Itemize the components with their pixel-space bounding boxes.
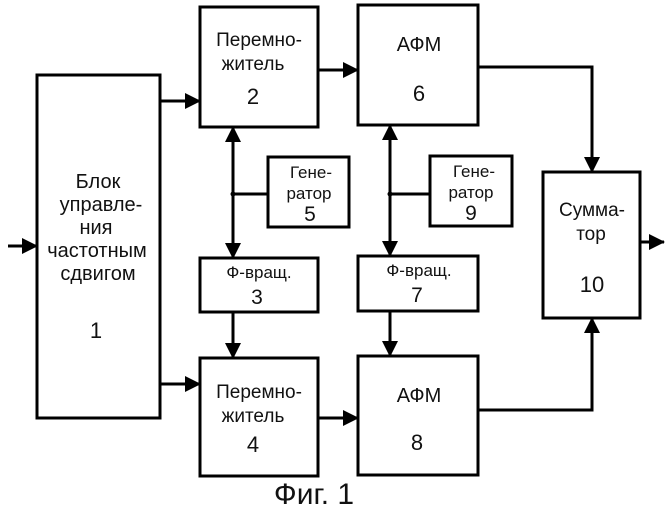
block-2-label-line: Перемно- <box>216 30 302 51</box>
block-1-label-line: Блок <box>76 171 121 193</box>
block-8-number: 8 <box>411 430 423 455</box>
block-1-label-line: сдвигом <box>60 263 135 285</box>
block-6-number: 6 <box>413 81 425 106</box>
block-1-label-line: управле- <box>60 194 143 216</box>
junction-dot <box>231 192 236 197</box>
block-5-label-line: Гене- <box>290 163 332 182</box>
wire-b8-to-b10 <box>478 318 592 410</box>
block-7-number: 7 <box>411 284 423 307</box>
figure-caption: Фиг. 1 <box>274 478 354 511</box>
junction-dot <box>388 192 393 197</box>
block-10-label-line: Сумма- <box>559 200 625 221</box>
block-4-multiplier: Перемно- житель 4 <box>200 358 318 476</box>
block-2-label-line: житель <box>222 54 285 75</box>
block-5-generator: Гене- ратор 5 <box>268 157 349 227</box>
block-1-number: 1 <box>90 318 102 343</box>
block-1-label-line: ния <box>79 217 112 239</box>
block-5-label-line: ратор <box>286 184 331 203</box>
block-5-number: 5 <box>304 203 316 226</box>
block-8-afm: АФМ 8 <box>358 356 478 475</box>
block-6-label-line: АФМ <box>397 34 442 56</box>
block-1-label-line: частотным <box>47 240 147 262</box>
block-9-generator: Гене- ратор 9 <box>430 156 512 226</box>
block-3-label-line: Ф-вращ. <box>226 263 291 282</box>
block-9-number: 9 <box>465 202 477 225</box>
block-10-number: 10 <box>580 272 604 297</box>
block-7-label-line: Ф-вращ. <box>386 261 451 280</box>
block-3-phase-rotator: Ф-вращ. 3 <box>200 258 318 312</box>
block-7-phase-rotator: Ф-вращ. 7 <box>358 256 478 311</box>
block-8-label-line: АФМ <box>397 385 442 407</box>
block-4-label-line: Перемно- <box>216 382 302 403</box>
block-9-label-line: Гене- <box>453 162 495 181</box>
block-2-multiplier: Перемно- житель 2 <box>200 7 318 127</box>
block-4-number: 4 <box>247 432 259 457</box>
block-6-afm: АФМ 6 <box>358 5 478 125</box>
block-1-frequency-shift-control: Блок управле- ния частотным сдвигом 1 <box>37 75 160 418</box>
block-2-number: 2 <box>247 84 259 109</box>
block-10-summator: Сумма- тор 10 <box>543 172 640 318</box>
block-4-label-line: житель <box>222 406 285 427</box>
block-3-number: 3 <box>251 286 263 309</box>
block-10-label-line: тор <box>576 224 606 245</box>
block-9-label-line: ратор <box>448 183 493 202</box>
